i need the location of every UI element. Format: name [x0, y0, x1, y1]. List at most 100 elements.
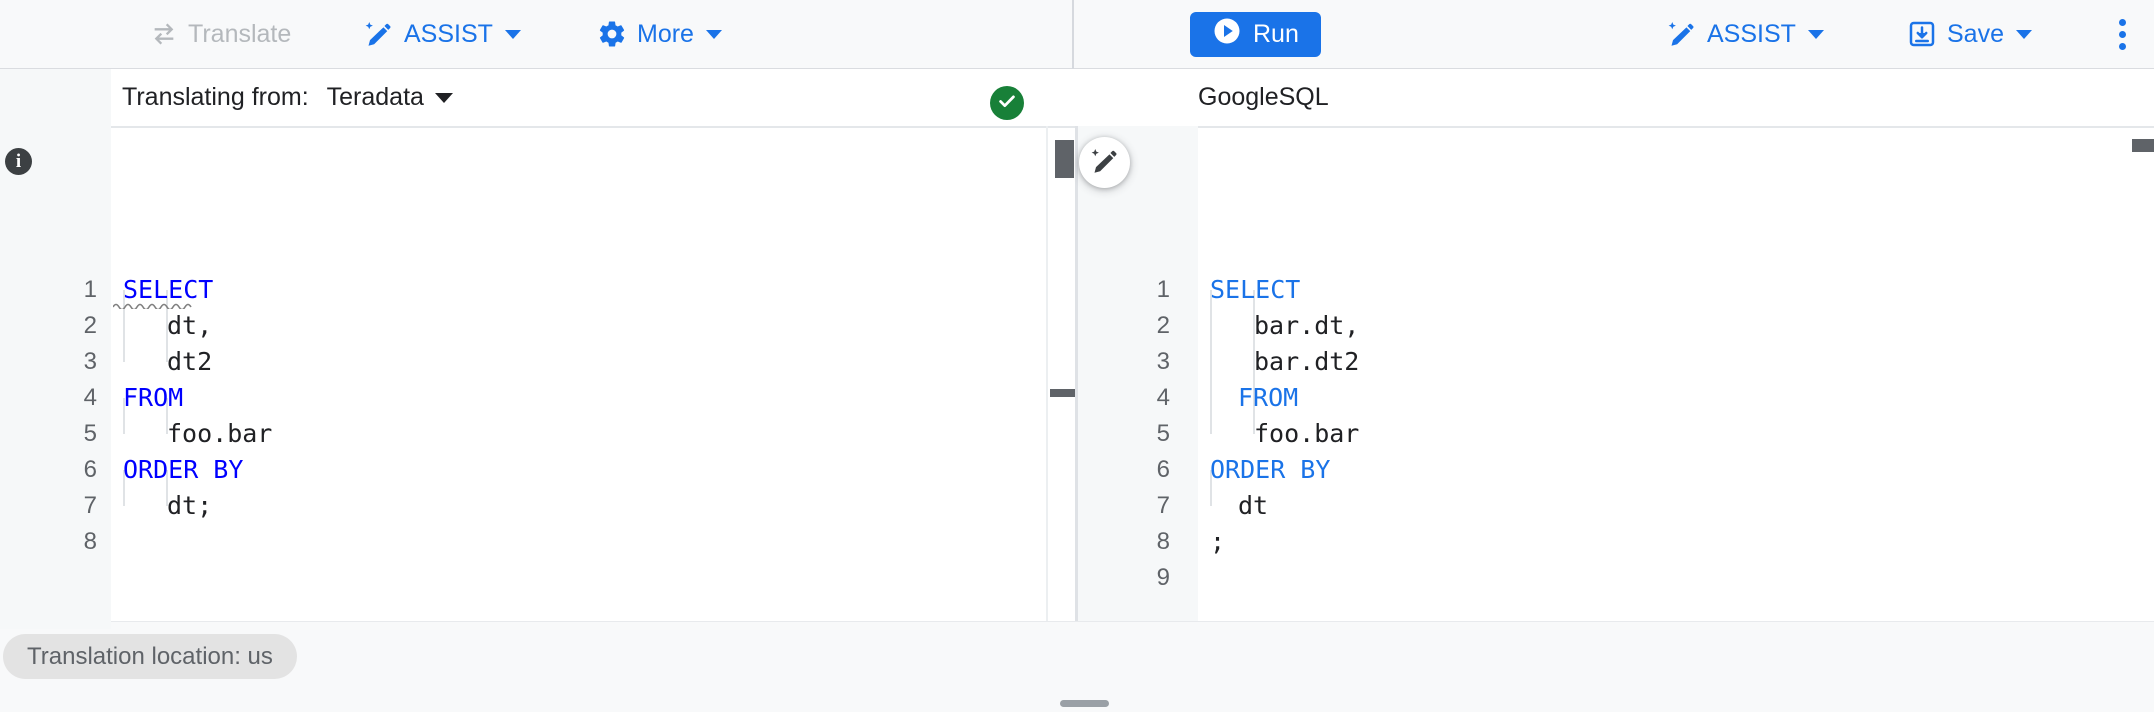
- chevron-down-icon: [2015, 29, 2032, 39]
- left-code-content[interactable]: SELECT dt, dt2 FROM foo.bar ORDER BY dt;: [111, 126, 1011, 621]
- dot: [2118, 31, 2126, 38]
- line-number: 4: [83, 384, 97, 411]
- line-number: 8: [1156, 528, 1170, 555]
- line-number: 1: [83, 276, 97, 303]
- chevron-down-icon: [705, 29, 722, 39]
- translate-label: Translate: [188, 19, 292, 48]
- code-line: SELECT: [1198, 272, 1300, 308]
- pane-top-border: [0, 126, 1078, 128]
- target-dialect-label: GoogleSQL: [1198, 83, 1329, 111]
- indent-guide: [1210, 470, 1212, 506]
- code-line: ORDER BY: [1198, 452, 1330, 488]
- code-line: ;: [1210, 527, 1226, 556]
- indent-guide: [1210, 290, 1212, 434]
- chevron-down-icon: [504, 29, 521, 39]
- assist-right-label: ASSIST: [1707, 19, 1796, 48]
- right-subheader: GoogleSQL: [1078, 69, 2154, 126]
- line-number: 2: [1156, 312, 1170, 339]
- code-line: foo.bar: [1254, 419, 1360, 448]
- indent-guide: [123, 470, 125, 506]
- code-line: foo.bar: [167, 419, 273, 448]
- translated-sql-editor[interactable]: 1 2 3 4 5 6 7 8 9 SELECT bar.dt, bar.dt2…: [1078, 126, 2154, 621]
- dot: [2118, 43, 2126, 50]
- toolbar: Translate ASSIST More: [0, 0, 2154, 69]
- line-number: 3: [1156, 348, 1170, 375]
- code-line: bar.dt2: [1254, 347, 1360, 376]
- right-line-number-gutter: 1 2 3 4 5 6 7 8 9: [1078, 126, 1198, 621]
- line-number: 2: [83, 312, 97, 339]
- line-number: 3: [83, 348, 97, 375]
- left-scroll-thumb[interactable]: [1055, 140, 1074, 178]
- save-download-icon: [1907, 19, 1937, 49]
- dot: [2118, 19, 2126, 26]
- chevron-down-icon: [434, 92, 453, 103]
- code-line: dt2: [167, 347, 213, 376]
- line-number: 5: [1156, 420, 1170, 447]
- more-label: More: [637, 19, 694, 48]
- sql-keyword: ORDER BY: [123, 455, 244, 484]
- translating-from-label: Translating from:: [122, 83, 309, 111]
- toolbar-divider: [1072, 0, 1074, 69]
- assist-right-button[interactable]: ASSIST: [1655, 12, 1836, 56]
- sql-keyword: FROM: [1238, 383, 1299, 412]
- source-dialect-select[interactable]: Teradata: [327, 83, 453, 112]
- code-line: dt: [1238, 491, 1269, 520]
- line-number: 8: [83, 528, 97, 555]
- magic-pencil-icon: [1667, 19, 1697, 49]
- magic-pencil-icon: [1090, 146, 1120, 179]
- sql-keyword: SELECT: [123, 275, 214, 304]
- footer-bar: [0, 621, 2154, 712]
- more-vert-icon[interactable]: [2100, 12, 2144, 57]
- indent-guide: [123, 398, 125, 434]
- save-label: Save: [1947, 19, 2004, 48]
- line-number: 7: [1156, 492, 1170, 519]
- translate-swap-icon: [150, 20, 178, 48]
- play-circle-icon: [1212, 16, 1242, 53]
- indent-guide: [166, 290, 168, 362]
- assist-fab-button[interactable]: [1079, 137, 1130, 188]
- left-line-number-gutter: 1 2 3 4 5 6 7 8: [0, 126, 111, 621]
- validation-status-badge: [990, 86, 1024, 120]
- code-line: SELECT: [111, 272, 213, 308]
- indent-guide: [1253, 290, 1255, 434]
- more-button[interactable]: More: [585, 12, 734, 56]
- syntax-warning-squiggle: [113, 303, 192, 309]
- magic-pencil-icon: [364, 19, 394, 49]
- sql-keyword: SELECT: [1210, 275, 1301, 304]
- line-number: 6: [83, 456, 97, 483]
- line-number: 7: [83, 492, 97, 519]
- line-number: 6: [1156, 456, 1170, 483]
- right-scroll-thumb[interactable]: [2132, 139, 2154, 152]
- run-button[interactable]: Run: [1190, 12, 1321, 57]
- indent-guide: [166, 470, 168, 506]
- code-line: dt;: [167, 491, 213, 520]
- line-number: 9: [1156, 564, 1170, 591]
- indent-guide: [166, 398, 168, 434]
- right-code-content[interactable]: SELECT bar.dt, bar.dt2 FROM foo.bar ORDE…: [1198, 126, 2128, 621]
- chevron-down-icon: [1807, 29, 1824, 39]
- left-subheader: Translating from: Teradata: [111, 69, 1078, 126]
- info-icon[interactable]: i: [5, 148, 32, 175]
- source-sql-editor[interactable]: 1 2 3 4 5 6 7 8 SELECT dt, dt2 FROM foo.…: [0, 126, 1078, 621]
- translation-location-chip: Translation location: us: [3, 634, 297, 679]
- code-line: bar.dt,: [1254, 311, 1360, 340]
- line-number: 1: [1156, 276, 1170, 303]
- run-label: Run: [1253, 20, 1299, 48]
- sql-keyword: ORDER BY: [1210, 455, 1331, 484]
- pane-top-border: [1078, 126, 2154, 128]
- assist-left-button[interactable]: ASSIST: [352, 12, 533, 56]
- line-number: 4: [1156, 384, 1170, 411]
- left-scroll-marker[interactable]: [1050, 389, 1076, 397]
- gear-icon: [597, 19, 627, 49]
- code-line: FROM: [1198, 380, 1298, 416]
- left-subheader-gutter: [0, 69, 111, 126]
- translate-button[interactable]: Translate: [138, 12, 303, 56]
- pane-split-divider[interactable]: [1075, 126, 1078, 621]
- save-button[interactable]: Save: [1895, 12, 2044, 56]
- resize-handle[interactable]: [1060, 700, 1109, 707]
- indent-guide: [123, 290, 125, 362]
- left-pane-inner-border: [1046, 126, 1048, 621]
- translation-location-label: Translation location: us: [27, 642, 273, 670]
- code-line: ORDER BY: [111, 452, 243, 488]
- assist-left-label: ASSIST: [404, 19, 493, 48]
